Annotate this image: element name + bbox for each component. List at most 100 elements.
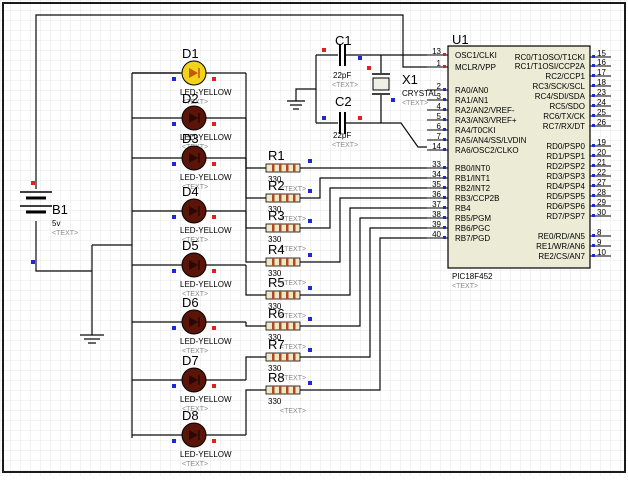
pin-marker [308,317,312,321]
pin-name: RA3/AN3/VREF+ [455,116,517,125]
resistor-band [279,258,282,266]
pin-marker [592,164,595,167]
pin-marker [443,108,446,111]
b1-ref: B1 [52,202,68,217]
pin-marker [592,204,595,207]
diode-symbol [189,206,198,216]
capacitor-c1[interactable]: C1 22pF <TEXT> [322,33,362,89]
diode-symbol [189,317,198,327]
pin-marker [172,122,176,126]
pin-marker [443,186,446,189]
led-part: LED-YELLOW [180,226,232,235]
pin-marker [592,64,595,67]
diode-symbol [189,153,198,163]
led-text: <TEXT> [182,184,208,191]
resistor-text: <TEXT> [280,408,306,415]
pin-number: 24 [597,98,606,107]
resistor-band [279,291,282,299]
pin-name: RD5/PSP5 [546,192,585,201]
capacitor-c2[interactable]: C2 22pF <TEXT> [322,94,362,149]
resistor-band [272,258,275,266]
pin-marker [592,194,595,197]
resistor-band [293,224,296,232]
pin-marker [172,215,176,219]
resistor-body [265,290,301,300]
pin-number: 15 [597,49,606,58]
pin-number: 25 [597,108,606,117]
resistor-value: 330 [268,235,282,244]
battery-b1[interactable]: B1 5v <TEXT> [20,181,78,264]
pin-marker [212,269,216,273]
pin-marker [212,439,216,443]
led-part: LED-YELLOW [180,450,232,459]
x1-text: <TEXT> [402,100,428,107]
resistor-band [293,164,296,172]
pin-name: RD2/PSP2 [546,162,585,171]
pin-name: RD1/PSP1 [546,152,585,161]
led-text: <TEXT> [182,461,208,468]
led-part: LED-YELLOW [180,280,232,289]
pin-name: RC4/SDI/SDA [535,92,586,101]
pin-marker [443,98,446,101]
pin-number: 14 [432,142,441,151]
pin-number: 13 [432,47,441,56]
led-part: LED-YELLOW [180,395,232,404]
crystal-x1[interactable]: X1 CRYSTAL <TEXT> [367,66,439,107]
pin-name: RD3/PSP3 [546,172,585,181]
pin-name: RB2/INT2 [455,184,491,193]
pin-number: 6 [437,122,442,131]
pin-marker [443,128,446,131]
